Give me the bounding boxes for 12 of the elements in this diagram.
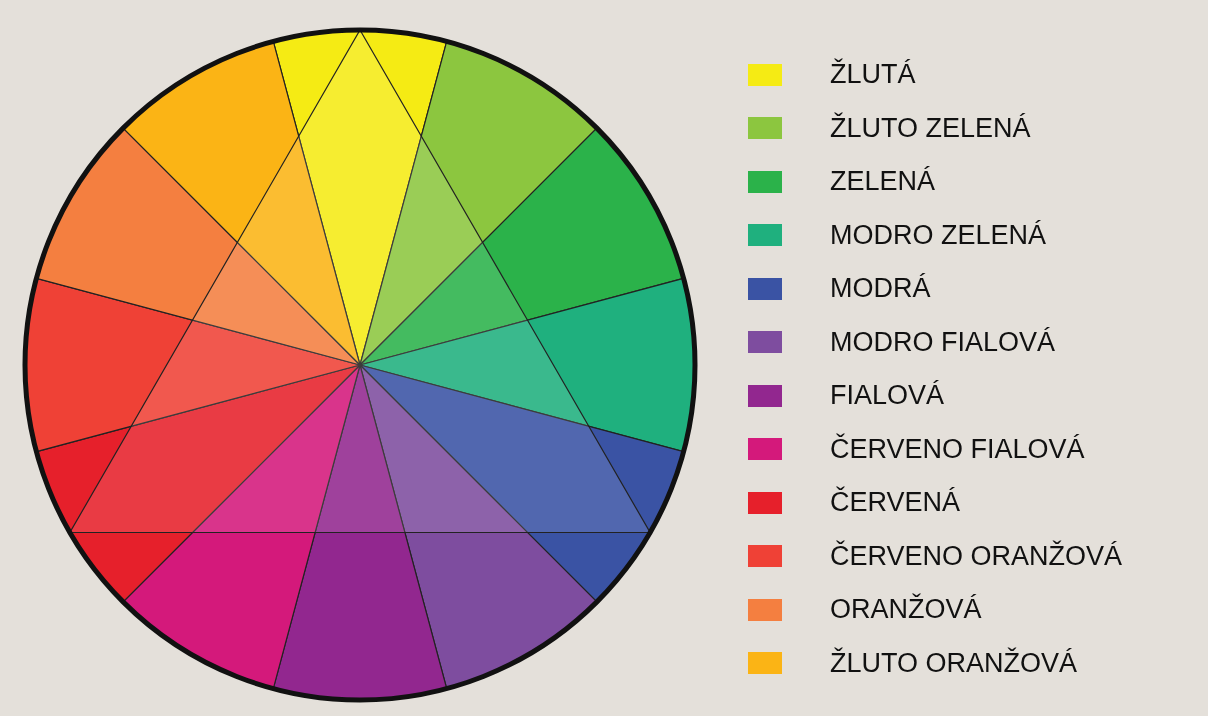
- legend-label: MODRO FIALOVÁ: [830, 326, 1056, 358]
- legend-label: ŽLUTO ZELENÁ: [830, 112, 1031, 144]
- legend-label: ORANŽOVÁ: [830, 594, 982, 626]
- legend-label: ČERVENO ORANŽOVÁ: [830, 540, 1123, 572]
- legend-label: ZELENÁ: [830, 166, 936, 198]
- legend-label: ČERVENO FIALOVÁ: [830, 433, 1085, 465]
- legend-label: MODRÁ: [830, 273, 931, 305]
- legend-label: FIALOVÁ: [830, 380, 945, 412]
- legend-label: MODRO ZELENÁ: [830, 219, 1047, 251]
- legend-label: ŽLUTÁ: [830, 59, 916, 91]
- legend-label: ŽLUTO ORANŽOVÁ: [830, 647, 1078, 679]
- legend-label: ČERVENÁ: [830, 487, 961, 519]
